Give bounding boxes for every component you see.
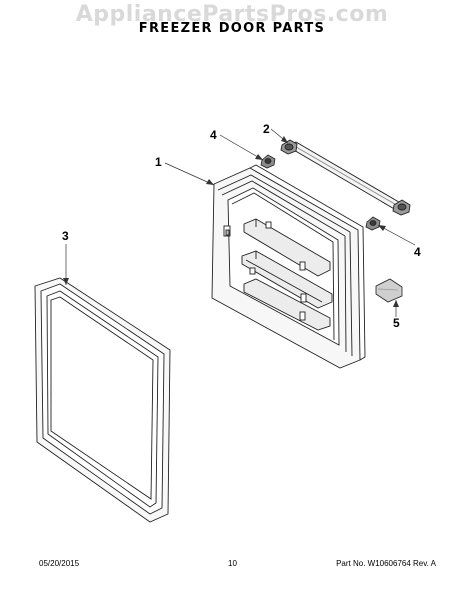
callout-4-right: 4 <box>414 245 421 259</box>
callout-3: 3 <box>62 229 69 243</box>
callout-4-top: 4 <box>210 128 217 142</box>
handle-screw-right <box>365 216 381 231</box>
watermark: AppliancePartsPros.com <box>75 2 389 27</box>
leader-arrowheads <box>63 136 399 307</box>
footer-part-number: Part No. W10606764 Rev. A <box>336 559 436 568</box>
callout-5: 5 <box>393 316 400 330</box>
callout-2: 2 <box>263 122 270 136</box>
freezer-door-panel <box>211 164 366 369</box>
handle-screw-top <box>260 154 276 169</box>
callout-1: 1 <box>155 155 162 169</box>
footer-page-number: 10 <box>228 559 237 568</box>
door-handle <box>280 139 411 216</box>
door-gasket <box>34 277 171 523</box>
footer-date: 05/20/2015 <box>39 559 80 568</box>
page-title: FREEZER DOOR PARTS <box>138 21 326 36</box>
rating-label <box>375 278 403 303</box>
